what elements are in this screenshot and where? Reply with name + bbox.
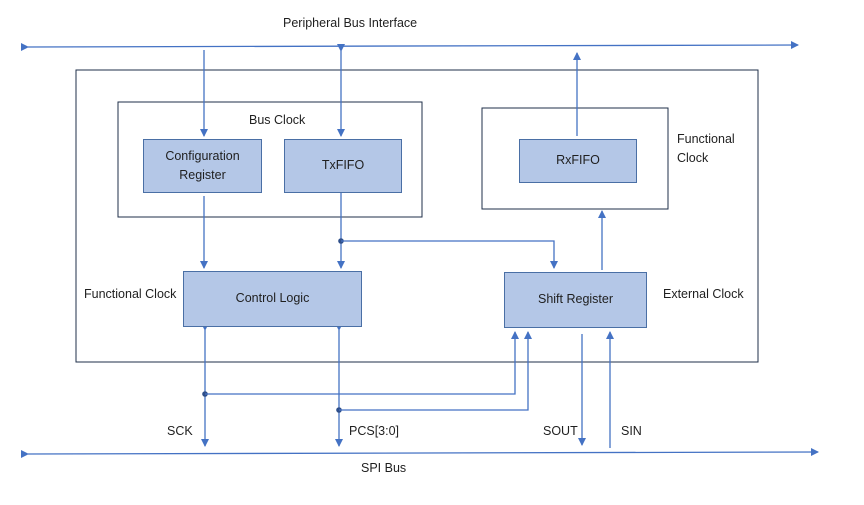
spi-bus-line bbox=[20, 448, 819, 459]
functional-clock-left-label: Functional Clock bbox=[84, 287, 177, 301]
rxfifo-block: RxFIFO bbox=[519, 139, 637, 183]
pcs-label: PCS[3:0] bbox=[349, 424, 400, 438]
shift-register-label: Shift Register bbox=[537, 292, 614, 307]
configuration-register-label-2: Register bbox=[179, 168, 226, 182]
sout-label: SOUT bbox=[543, 424, 578, 438]
bus-clock-label: Bus Clock bbox=[249, 113, 306, 127]
module-outline bbox=[75, 69, 759, 363]
control-logic-block: Control Logic bbox=[183, 271, 362, 327]
functional-clock-domain bbox=[481, 107, 669, 210]
functional-clock-right-label-1: Functional bbox=[677, 132, 735, 146]
arrow-txfifo-to-shift bbox=[341, 240, 558, 269]
shift-register-block: Shift Register bbox=[504, 272, 647, 328]
configuration-register-block: Configuration Register bbox=[143, 139, 262, 193]
sck-label: SCK bbox=[167, 424, 193, 438]
arrow-pcs-to-shift bbox=[339, 331, 532, 411]
external-clock-label: External Clock bbox=[663, 287, 744, 301]
bus-clock-domain bbox=[117, 101, 423, 218]
functional-clock-right-label-2: Clock bbox=[677, 151, 709, 165]
spi-bus-label: SPI Bus bbox=[361, 461, 407, 475]
control-logic-label: Control Logic bbox=[235, 291, 310, 306]
txfifo-block: TxFIFO bbox=[284, 139, 402, 193]
configuration-register-label-1: Configuration bbox=[165, 148, 240, 163]
sin-label: SIN bbox=[621, 424, 642, 438]
txfifo-label: TxFIFO bbox=[321, 158, 365, 173]
rxfifo-label: RxFIFO bbox=[556, 153, 600, 168]
peripheral-bus-line bbox=[20, 41, 799, 52]
arrow-sck-to-shift bbox=[205, 331, 519, 395]
diagram-title: Peripheral Bus Interface bbox=[283, 16, 418, 30]
